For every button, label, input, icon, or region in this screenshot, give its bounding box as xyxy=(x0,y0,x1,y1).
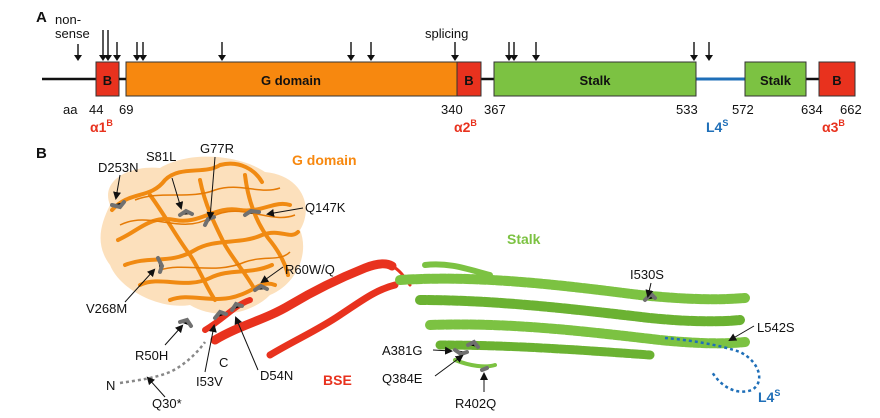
mutation-d253n: D253N xyxy=(98,160,138,175)
nonsense-label-line2: sense xyxy=(55,26,90,41)
n-terminal-tail xyxy=(119,341,207,385)
residue-i53v xyxy=(213,309,228,320)
mutation-arrow xyxy=(510,42,518,61)
residue-q147k xyxy=(243,208,261,217)
residue-v268m xyxy=(156,256,165,274)
mutation-arrow xyxy=(133,42,141,61)
stalk-structure xyxy=(395,261,750,369)
position-367: 367 xyxy=(484,102,506,117)
l4s-loop-structure xyxy=(664,336,761,393)
mutation-q384e: Q384E xyxy=(382,371,423,386)
b-domain-3: B xyxy=(818,61,856,97)
alpha1b-label: α1B xyxy=(90,118,113,135)
mutation-d54n: D54N xyxy=(260,368,293,383)
svg-text:B: B xyxy=(464,73,473,88)
residue-d54n xyxy=(230,301,244,312)
mutation-g77r: G77R xyxy=(200,141,234,156)
region-labels: α1B α2B L4S α3B xyxy=(90,118,845,135)
residue-q384e xyxy=(466,339,480,349)
position-44: 44 xyxy=(89,102,103,117)
position-69: 69 xyxy=(119,102,133,117)
alpha2b-label: α2B xyxy=(454,118,477,135)
b-domain-1: B xyxy=(95,61,120,97)
aa-label: aa xyxy=(63,102,78,117)
label-arrows xyxy=(113,156,755,398)
position-662: 662 xyxy=(840,102,862,117)
residue-r60wq xyxy=(253,283,269,292)
panel-a-label: A xyxy=(36,9,47,26)
mutation-arrow xyxy=(104,30,112,61)
svg-text:Stalk: Stalk xyxy=(760,73,792,88)
svg-text:B: B xyxy=(832,73,841,88)
mutation-labels: D253N S81L G77R Q147K R60W/Q V268M R50H … xyxy=(86,141,795,411)
mutation-arrow xyxy=(451,42,459,61)
position-634: 634 xyxy=(801,102,823,117)
mutation-q30: Q30* xyxy=(152,396,182,411)
mutation-arrow xyxy=(367,42,375,61)
mutation-s81l: S81L xyxy=(146,149,176,164)
mutation-v268m: V268M xyxy=(86,301,127,316)
position-340: 340 xyxy=(441,102,463,117)
c-terminus-label: C xyxy=(219,355,228,370)
position-533: 533 xyxy=(676,102,698,117)
b-domain-2: B xyxy=(456,61,482,97)
panel-b-label: B xyxy=(36,145,47,162)
mutation-arrow xyxy=(113,42,121,61)
splicing-label: splicing xyxy=(425,26,468,41)
mutation-a381g: A381G xyxy=(382,343,422,358)
mutation-arrow xyxy=(532,42,540,61)
stalk-box-2: Stalk xyxy=(744,61,807,97)
mutation-arrow xyxy=(347,42,355,61)
svg-text:B: B xyxy=(103,73,112,88)
mutation-arrows xyxy=(74,30,713,61)
nonsense-label-line1: non- xyxy=(55,12,81,27)
g-domain-label: G domain xyxy=(292,152,357,168)
position-572: 572 xyxy=(732,102,754,117)
residue-r402q xyxy=(480,366,489,372)
residue-positions: aa 44 69 340 367 533 572 634 662 xyxy=(63,102,862,117)
mutation-arrow xyxy=(139,42,147,61)
stalk-box-1: Stalk xyxy=(493,61,697,97)
svg-text:G domain: G domain xyxy=(261,73,321,88)
mutation-r402q: R402Q xyxy=(455,396,496,411)
mutation-r60wq: R60W/Q xyxy=(285,262,335,277)
residue-r50h xyxy=(178,317,193,328)
mutation-arrow xyxy=(505,42,513,61)
n-terminus-label: N xyxy=(106,378,115,393)
g-domain-box: G domain xyxy=(125,61,458,97)
mutation-arrow xyxy=(74,44,82,61)
alpha3b-label: α3B xyxy=(822,118,845,135)
panel-a: A non- sense splicing xyxy=(36,9,862,135)
stalk-label: Stalk xyxy=(507,231,541,247)
mutation-l542s: L542S xyxy=(757,320,795,335)
mutation-i53v: I53V xyxy=(196,374,223,389)
mutation-q147k: Q147K xyxy=(305,200,346,215)
residue-d253n xyxy=(110,200,126,210)
residue-s81l xyxy=(178,208,194,217)
panel-b: B xyxy=(36,141,795,411)
residue-a381g xyxy=(453,348,469,357)
bse-label: BSE xyxy=(323,372,352,388)
mutation-r50h: R50H xyxy=(135,348,168,363)
l4s-structure-label: L4S xyxy=(758,388,780,405)
mutation-arrow xyxy=(690,42,698,61)
mutation-arrow xyxy=(705,42,713,61)
svg-text:Stalk: Stalk xyxy=(579,73,611,88)
mutation-arrow xyxy=(218,42,226,61)
mutation-i530s: I530S xyxy=(630,267,664,282)
g-domain-structure xyxy=(100,156,306,314)
l4s-label: L4S xyxy=(706,118,728,135)
